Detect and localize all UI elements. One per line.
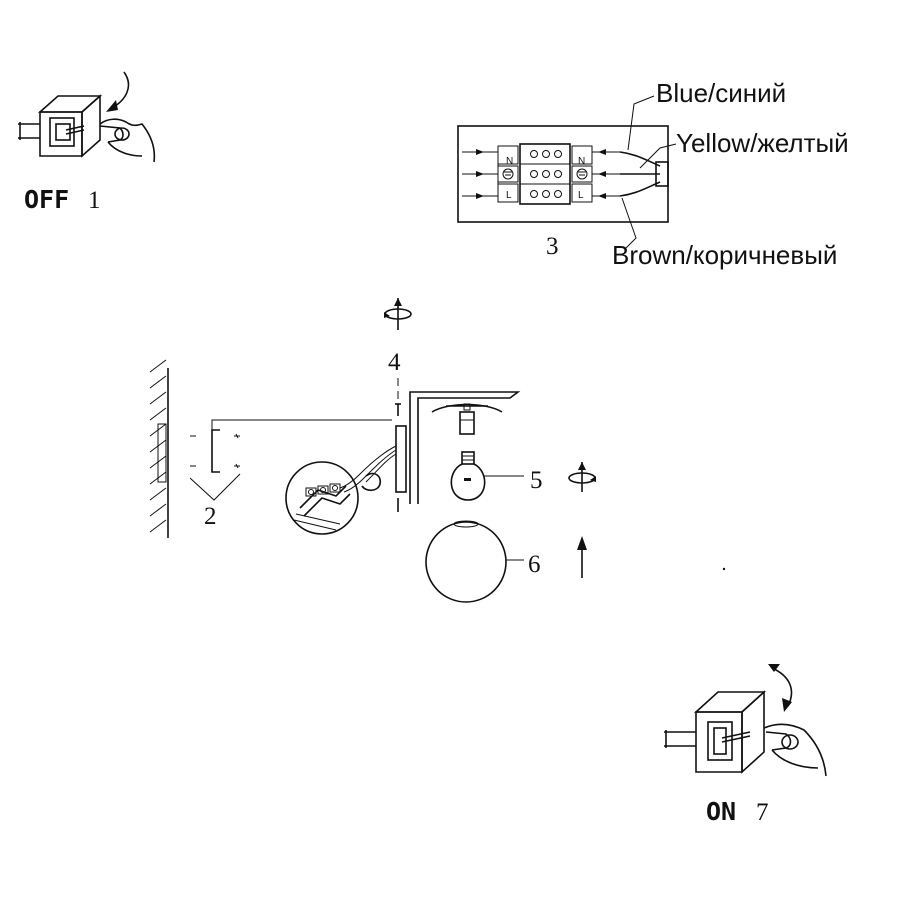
- up-arrow-icon: [577, 536, 587, 578]
- step-1-number: 1: [88, 187, 101, 214]
- terminal-block-icon: [457, 95, 677, 249]
- light-bulb-icon: [450, 451, 486, 501]
- wiring-detail-icon: [285, 461, 359, 535]
- wall-hatch-icon: [149, 359, 169, 538]
- switch-off-hand-icon: [18, 71, 156, 163]
- terminal-mark-n-left: N: [506, 156, 513, 167]
- terminal-mark-n-right: N: [578, 156, 585, 167]
- step-6-number: 6: [528, 551, 541, 578]
- globe-shade-icon: [425, 520, 507, 603]
- wire-yellow-label: Yellow/желтый: [676, 128, 849, 158]
- lamp-wires: [339, 445, 397, 493]
- step-2-number: 2: [204, 503, 217, 530]
- switch-on-hand-icon: [664, 664, 827, 777]
- step-7-number: 7: [756, 799, 769, 826]
- step-4-number: 4: [388, 349, 401, 376]
- mounting-plate: [189, 419, 392, 501]
- terminal-mark-l-right: L: [578, 190, 584, 201]
- rotate-arrow-icon: [384, 298, 412, 330]
- rotate-arrow-icon: [568, 462, 596, 492]
- step-5-number: 5: [530, 467, 543, 494]
- step-3-number: 3: [546, 233, 559, 260]
- wire-blue-label: Blue/синий: [656, 78, 786, 108]
- lamp-bracket: [395, 391, 521, 512]
- terminal-mark-l-left: L: [506, 190, 512, 201]
- step-off-label: OFF: [24, 185, 69, 214]
- wire-brown-label: Brown/коричневый: [612, 240, 837, 270]
- step-on-label: ON: [706, 797, 736, 826]
